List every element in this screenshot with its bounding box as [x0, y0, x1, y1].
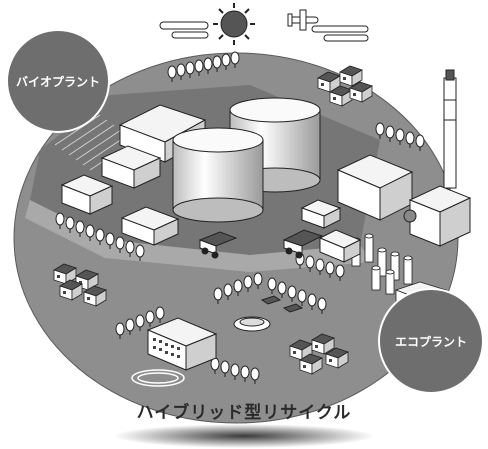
eco-plant-buildings — [336, 154, 472, 247]
diagram-caption: ハイブリッド型リサイクル — [136, 403, 352, 423]
bench-icon — [260, 295, 304, 313]
eco-plant-label: エコプラント — [395, 334, 467, 349]
cloud-icon — [159, 21, 369, 42]
track-icon — [131, 369, 185, 387]
mid-buildings — [300, 199, 362, 263]
ground-shadow — [114, 424, 374, 448]
truck-icon — [198, 229, 324, 259]
sun-icon — [213, 3, 255, 45]
school-building — [146, 317, 218, 371]
bio-plant-badge: バイオプラント — [6, 29, 110, 133]
road — [25, 200, 372, 272]
airplane-icon — [287, 9, 319, 31]
bio-plant-buildings — [60, 104, 207, 246]
bio-plant-label: バイオプラント — [16, 74, 100, 89]
pond — [233, 316, 271, 332]
tank-icon — [172, 97, 321, 223]
smokestack-icon — [443, 69, 457, 189]
eco-plant-badge: エコプラント — [378, 288, 484, 394]
